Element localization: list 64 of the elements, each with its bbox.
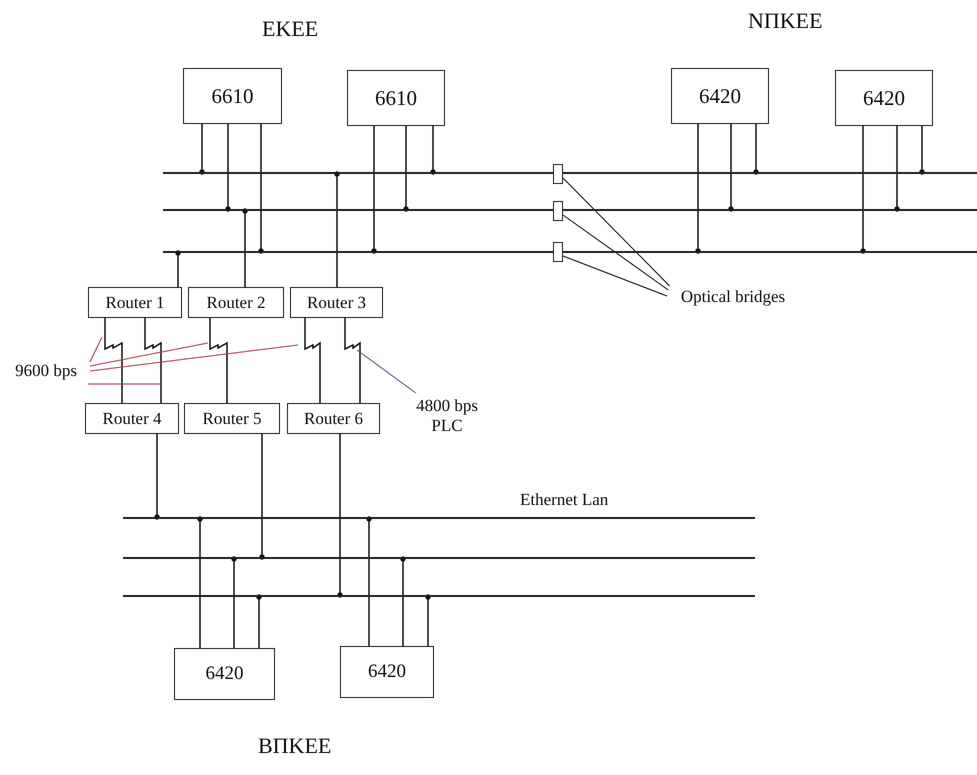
bus-tap-line	[154, 434, 160, 520]
leader-line	[90, 344, 298, 372]
device-box: 6420	[174, 648, 275, 700]
bus-tap-line	[258, 124, 264, 254]
site-heading: ΒΠΚΕΕ	[258, 733, 332, 759]
serial-link-line	[144, 318, 162, 403]
network-label: Ethernet Lan	[520, 490, 608, 510]
router-box: Router 4	[85, 403, 179, 434]
bus-tap-line	[334, 171, 340, 287]
bus-tap-line	[225, 124, 231, 212]
device-box: 6610	[183, 68, 282, 124]
bus-tap-line	[919, 126, 925, 175]
device-box: 6420	[340, 646, 434, 698]
device-box: 6420	[835, 70, 933, 126]
bus-line	[163, 172, 977, 174]
bus-tap-line	[425, 594, 431, 646]
bus-tap-line	[860, 126, 866, 254]
bus-tap-line	[242, 208, 248, 287]
bus-tap-line	[403, 126, 409, 212]
router-box: Router 6	[287, 403, 380, 434]
callout-text: 4800 bps PLC	[408, 392, 486, 440]
bus-tap-line	[231, 556, 237, 648]
site-heading: ΕΚΕΕ	[262, 16, 318, 42]
bus-line	[163, 209, 977, 211]
callout-text: Optical bridges	[667, 284, 799, 310]
callout-text: 9600 bps	[2, 358, 90, 384]
bus-tap-line	[894, 126, 900, 212]
leader-line	[90, 336, 102, 362]
bus-tap-line	[728, 124, 734, 212]
bus-tap-line	[259, 434, 265, 560]
serial-link-line	[304, 318, 321, 403]
bus-line	[123, 517, 755, 519]
bus-tap-line	[199, 124, 205, 175]
bus-tap-line	[430, 126, 436, 175]
bus-tap-line	[753, 124, 759, 175]
leader-line	[90, 342, 208, 366]
router-box: Router 2	[188, 287, 284, 318]
router-box: Router 1	[88, 287, 182, 318]
serial-link-line	[344, 318, 361, 403]
bus-tap-line	[197, 516, 203, 648]
bus-tap-line	[175, 250, 181, 287]
site-heading: ΝΠΚΕΕ	[748, 8, 823, 34]
leader-line	[562, 256, 668, 296]
device-box: 6420	[671, 68, 769, 124]
optical-bridge-box	[553, 201, 563, 221]
bus-tap-line	[366, 516, 372, 646]
optical-bridge-box	[553, 164, 563, 184]
leader-line	[356, 350, 416, 394]
serial-link-line	[104, 318, 123, 403]
leader-line	[562, 214, 669, 290]
bus-tap-line	[256, 594, 262, 648]
bus-tap-line	[400, 556, 406, 646]
serial-link-line	[209, 318, 228, 403]
leader-line	[562, 178, 670, 286]
bus-line	[163, 251, 977, 253]
optical-bridge-box	[553, 242, 563, 262]
bus-tap-line	[337, 434, 343, 598]
bus-line	[123, 557, 755, 559]
router-box: Router 3	[290, 287, 383, 318]
bus-line	[123, 595, 755, 597]
bus-tap-line	[371, 126, 377, 254]
router-box: Router 5	[184, 403, 280, 434]
device-box: 6610	[347, 70, 445, 126]
bus-tap-line	[695, 124, 701, 254]
